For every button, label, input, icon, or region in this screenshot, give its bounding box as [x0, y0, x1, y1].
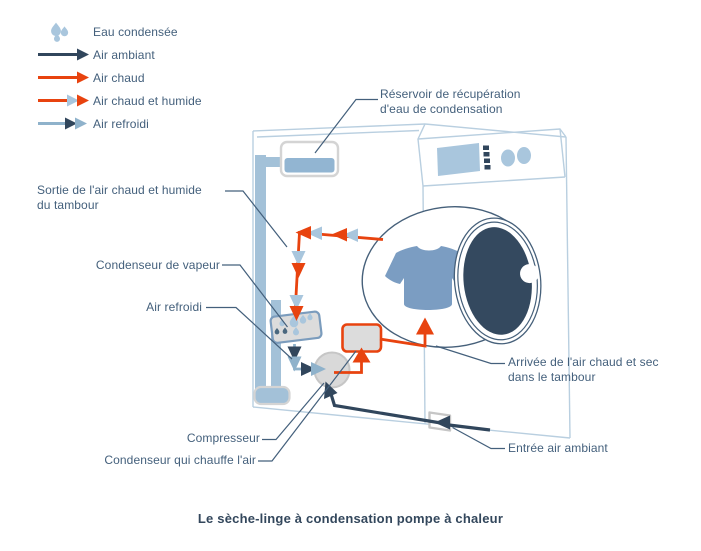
legend-item-hot-air: Air chaud: [37, 66, 202, 89]
door-glass: [463, 227, 532, 335]
label-heating-condenser: Condenseur qui chauffe l'air: [104, 453, 256, 467]
legend-label: Air ambiant: [93, 47, 155, 62]
label-lines: [206, 98, 505, 462]
panel-knob: [517, 147, 531, 164]
legend-item-cooled-air: Air refroidi: [37, 112, 202, 135]
control-panel: [437, 143, 531, 176]
legend-item-ambient-air: Air ambiant: [37, 43, 202, 66]
ambient-air-flow: [324, 381, 491, 432]
panel-buttons: [483, 145, 491, 170]
legend-label: Air chaud et humide: [93, 93, 202, 108]
cooled-air-flow: [287, 344, 326, 376]
ambient-air-arrow-icon: [38, 48, 89, 61]
diagram-caption: Le sèche-linge à condensation pompe à ch…: [197, 511, 504, 526]
legend-item-hot-humid-air: Air chaud et humide: [37, 89, 202, 112]
water-duct: [255, 155, 283, 390]
hot-humid-air-arrow-icon: [38, 94, 89, 107]
panel-knob: [501, 149, 515, 167]
label-drum-exit: Sortie de l'air chaud et humide du tambo…: [37, 183, 202, 212]
label-drum-inlet: Arrivée de l'air chaud et sec dans le ta…: [508, 355, 659, 384]
drum: [361, 205, 542, 349]
hot-humid-air-flow: [289, 226, 384, 321]
label-ambient-inlet: Entrée air ambiant: [508, 441, 608, 455]
water-droplets-icon: [51, 22, 69, 42]
hot-dry-air-flow: [334, 317, 434, 374]
cooled-air-arrow-icon: [38, 117, 87, 130]
hot-air-arrow-icon: [38, 71, 89, 84]
heating-condenser: [341, 323, 383, 353]
label-compressor: Compresseur: [186, 431, 260, 445]
water-reservoir: [279, 140, 340, 178]
label-reservoir: Réservoir de récupération d'eau de conde…: [380, 87, 521, 116]
legend-item-condensed-water: Eau condensée: [37, 20, 202, 43]
water-tray: [253, 385, 291, 406]
tshirt-icon: [385, 246, 471, 310]
door: [453, 217, 542, 345]
legend-label: Eau condensée: [93, 24, 178, 39]
label-cooled-air: Air refroidi: [146, 300, 202, 314]
legend: Eau condensée Air ambiant Air chaud Air …: [37, 20, 202, 135]
display-screen: [437, 143, 480, 176]
label-vapor-condenser: Condenseur de vapeur: [95, 258, 220, 272]
legend-label: Air chaud: [93, 70, 145, 85]
legend-label: Air refroidi: [93, 116, 149, 131]
